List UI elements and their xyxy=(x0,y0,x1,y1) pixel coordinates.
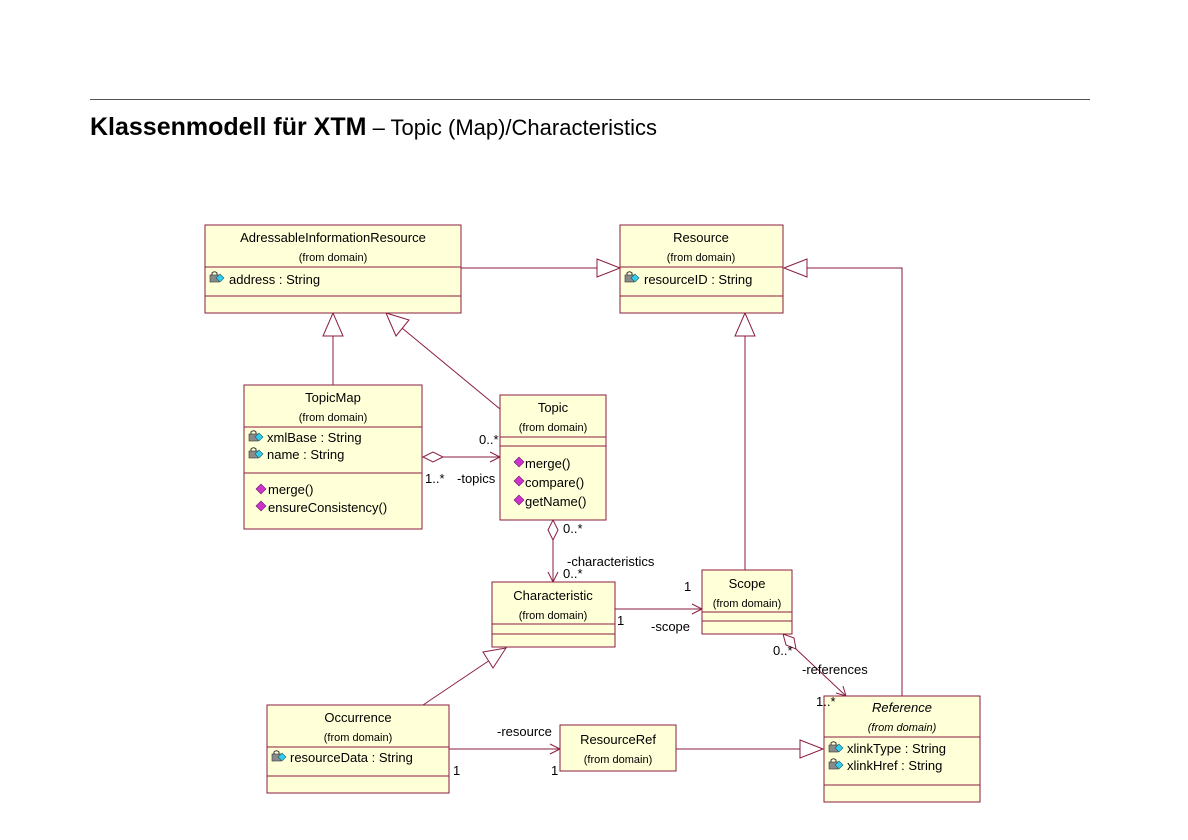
role-label: -scope xyxy=(651,619,690,634)
class-package: (from domain) xyxy=(299,252,367,264)
class-package: (from domain) xyxy=(584,754,652,766)
page-title: Klassenmodell für XTM – Topic (Map)/Char… xyxy=(90,113,657,142)
class-topicmap[interactable]: TopicMap (from domain) xmlBase : String … xyxy=(243,384,423,530)
role-label: -topics xyxy=(457,471,496,486)
class-name: Characteristic xyxy=(513,588,593,603)
attribute: xlinkHref : String xyxy=(847,758,942,773)
multiplicity-label: 0..* xyxy=(479,432,499,447)
class-package: (from domain) xyxy=(519,422,587,434)
generalization-topic-adressable xyxy=(385,312,501,410)
operation: compare() xyxy=(525,475,584,490)
class-package: (from domain) xyxy=(868,722,937,734)
class-scope[interactable]: Scope (from domain) xyxy=(701,569,793,635)
multiplicity-label: 1 xyxy=(617,613,624,628)
class-characteristic[interactable]: Characteristic (from domain) xyxy=(491,581,616,648)
role-label: -characteristics xyxy=(567,554,655,569)
multiplicity-label: 1 xyxy=(684,579,691,594)
title-main: Klassenmodell für XTM xyxy=(90,113,367,141)
attribute: resourceData : String xyxy=(290,750,413,765)
class-reference[interactable]: Reference (from domain) xlinkType : Stri… xyxy=(823,695,981,803)
role-label: -resource xyxy=(497,724,552,739)
attribute: name : String xyxy=(267,447,344,462)
multiplicity-label: 1 xyxy=(453,763,460,778)
association-characteristic-scope xyxy=(615,603,704,615)
multiplicity-label: 1..* xyxy=(816,694,836,709)
class-resourceref[interactable]: ResourceRef (from domain) xyxy=(559,724,677,772)
class-name: Resource xyxy=(673,230,729,245)
class-occurrence[interactable]: Occurrence (from domain) resourceData : … xyxy=(266,704,450,794)
class-name: AdressableInformationResource xyxy=(240,230,426,245)
class-name: Occurrence xyxy=(324,710,391,725)
generalization-topicmap-adressable xyxy=(322,311,344,385)
class-resource[interactable]: Resource (from domain) resourceID : Stri… xyxy=(619,224,784,314)
role-label: -references xyxy=(802,662,868,677)
aggregation-topic-characteristics xyxy=(547,518,559,584)
association-occurrence-resourceref xyxy=(449,743,562,755)
attribute: xlinkType : String xyxy=(847,741,946,756)
multiplicity-label: 1..* xyxy=(425,471,445,486)
class-name: Reference xyxy=(872,700,932,715)
title-dash: – xyxy=(366,115,391,140)
operation: merge() xyxy=(268,482,314,497)
title-sub: Topic (Map)/Characteristics xyxy=(390,115,658,140)
operation: ensureConsistency() xyxy=(268,500,387,515)
generalization-scope-resource xyxy=(734,311,756,570)
generalization-reference-resource xyxy=(782,258,903,696)
class-package: (from domain) xyxy=(667,252,735,264)
class-name: Topic xyxy=(538,400,569,415)
title-rule xyxy=(90,99,1090,100)
class-name: Scope xyxy=(729,576,766,591)
multiplicity-label: 0..* xyxy=(563,521,583,536)
multiplicity-label: 1 xyxy=(551,763,558,778)
class-topic[interactable]: Topic (from domain) merge() compare() ge… xyxy=(499,394,607,521)
generalization-resourceref-reference xyxy=(676,739,825,759)
attribute: address : String xyxy=(229,272,320,287)
attribute: resourceID : String xyxy=(644,272,752,287)
generalization-occurrence-characteristic xyxy=(422,647,508,706)
aggregation-topicmap-topics xyxy=(421,451,502,463)
class-name: ResourceRef xyxy=(580,732,656,747)
operation: getName() xyxy=(525,494,586,509)
multiplicity-label: 0..* xyxy=(773,643,793,658)
multiplicity-label: 0..* xyxy=(563,566,583,581)
attribute: xmlBase : String xyxy=(267,430,362,445)
class-adressable-information-resource[interactable]: AdressableInformationResource (from doma… xyxy=(204,224,462,314)
class-package: (from domain) xyxy=(519,610,587,622)
operation: merge() xyxy=(525,456,571,471)
class-name: TopicMap xyxy=(305,390,361,405)
class-package: (from domain) xyxy=(324,732,392,744)
class-package: (from domain) xyxy=(299,412,367,424)
class-package: (from domain) xyxy=(713,598,781,610)
generalization-adressable-resource xyxy=(461,258,622,278)
